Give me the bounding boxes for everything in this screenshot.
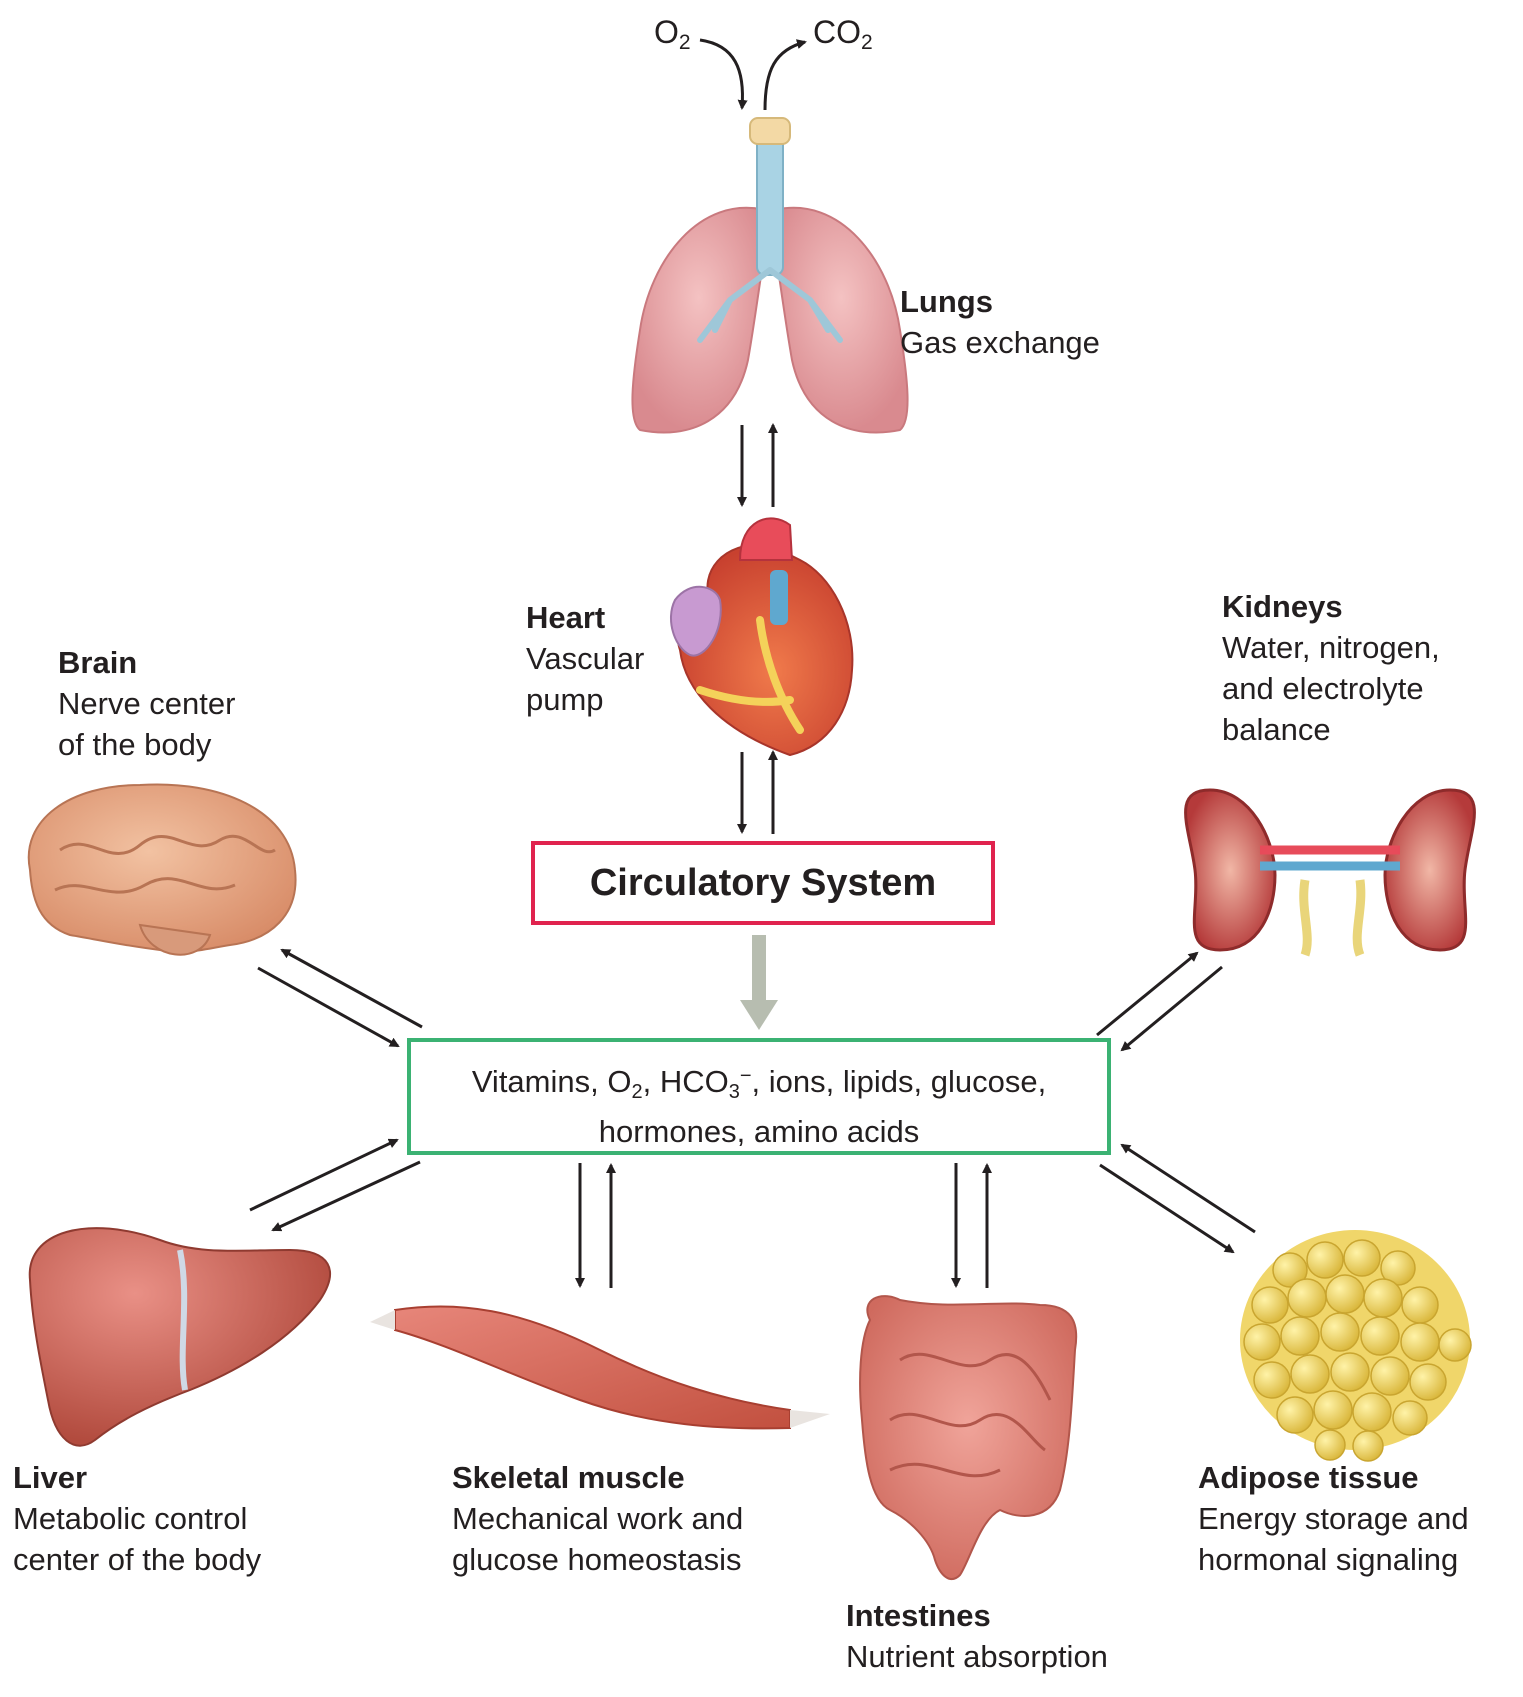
lungs-title: Lungs <box>900 284 993 319</box>
kidneys-label: Kidneys Water, nitrogen, and electrolyte… <box>1222 586 1440 750</box>
nutrient-list-line2: hormones, amino acids <box>598 1114 920 1149</box>
liver-description-line: center of the body <box>13 1542 262 1577</box>
nutrient-list: Vitamins, O2, HCO3−, ions, lipids, gluco… <box>409 1057 1109 1151</box>
circulatory-to-nutrients-flow-arrow <box>740 935 778 1030</box>
nutrient-superscript: − <box>739 1065 752 1087</box>
brain-description-line: Nerve center <box>58 686 236 721</box>
nutrient-list-line1: Vitamins, O2, HCO3−, ions, lipids, gluco… <box>409 1057 1109 1112</box>
o2-label-base: O <box>654 14 679 50</box>
skeletal-muscle-label: Skeletal muscle Mechanical work and gluc… <box>452 1457 743 1580</box>
skeletal-muscle-title: Skeletal muscle <box>452 1460 685 1495</box>
kidneys-to-nutrients-arrow <box>1120 965 1223 1052</box>
heart-illustration <box>670 517 854 757</box>
intestines-description: Nutrient absorption <box>846 1639 1108 1674</box>
brain-illustration <box>27 783 297 956</box>
co2-label-base: CO <box>813 14 861 50</box>
nutrient-text-part: , HCO <box>642 1064 729 1099</box>
lungs-label: Lungs Gas exchange <box>900 281 1100 363</box>
nutrient-subscript: 3 <box>728 1081 740 1103</box>
intestines-illustration <box>859 1295 1078 1580</box>
nutrient-subscript: 2 <box>631 1081 643 1103</box>
adipose-to-nutrients-arrow <box>1120 1143 1256 1234</box>
nutrients-to-kidneys-arrow <box>1096 951 1199 1037</box>
liver-label: Liver Metabolic control center of the bo… <box>13 1457 261 1580</box>
brain-to-nutrients-arrow <box>257 966 400 1048</box>
o2-label-sub: 2 <box>678 31 691 54</box>
kidneys-description-line: Water, nitrogen, <box>1222 630 1440 665</box>
skeletal-muscle-illustration <box>370 1305 830 1430</box>
nutrient-box <box>407 1038 1111 1155</box>
heart-label: Heart Vascular pump <box>526 597 644 720</box>
kidneys-illustration <box>1184 788 1476 957</box>
liver-illustration <box>28 1227 331 1447</box>
co2-label: CO2 <box>813 14 873 61</box>
nutrients-to-liver-arrow <box>271 1160 421 1232</box>
circulatory-system-title: Circulatory System <box>589 862 937 904</box>
nutrients-to-brain-arrow <box>280 948 423 1029</box>
adipose-tissue-description-line: hormonal signaling <box>1198 1542 1459 1577</box>
liver-to-nutrients-arrow <box>249 1138 399 1212</box>
nutrients-to-adipose-arrow <box>1099 1163 1235 1254</box>
skeletal-muscle-description-line: Mechanical work and <box>452 1501 744 1536</box>
liver-title: Liver <box>13 1460 88 1495</box>
kidneys-description-line: and electrolyte <box>1222 671 1424 706</box>
intestines-title: Intestines <box>846 1598 991 1633</box>
adipose-tissue-label: Adipose tissue Energy storage and hormon… <box>1198 1457 1469 1580</box>
brain-title: Brain <box>58 645 138 680</box>
co2-label-sub: 2 <box>861 31 873 54</box>
intestines-label: Intestines Nutrient absorption <box>846 1595 1108 1677</box>
heart-title: Heart <box>526 600 606 635</box>
nutrient-text-part: , ions, lipids, glucose, <box>751 1064 1047 1099</box>
adipose-tissue-description-line: Energy storage and <box>1198 1501 1469 1536</box>
adipose-tissue-title: Adipose tissue <box>1198 1460 1419 1495</box>
brain-label: Brain Nerve center of the body <box>58 642 235 765</box>
skeletal-muscle-description-line: glucose homeostasis <box>452 1542 742 1577</box>
lungs-description: Gas exchange <box>900 325 1100 360</box>
brain-description-line: of the body <box>58 727 212 762</box>
adipose-tissue-illustration <box>1240 1230 1472 1462</box>
circulatory-system-box <box>531 841 995 925</box>
o2-inflow-arrow <box>699 38 748 110</box>
nutrient-text-part: Vitamins, O <box>471 1064 632 1099</box>
co2-outflow-arrow <box>763 39 807 111</box>
heart-description-line: Vascular <box>526 641 645 676</box>
kidneys-description-line: balance <box>1222 712 1331 747</box>
o2-label: O2 <box>654 14 691 61</box>
liver-description-line: Metabolic control <box>13 1501 248 1536</box>
lungs-illustration <box>631 117 909 434</box>
heart-description-line: pump <box>526 682 604 717</box>
kidneys-title: Kidneys <box>1222 589 1343 624</box>
